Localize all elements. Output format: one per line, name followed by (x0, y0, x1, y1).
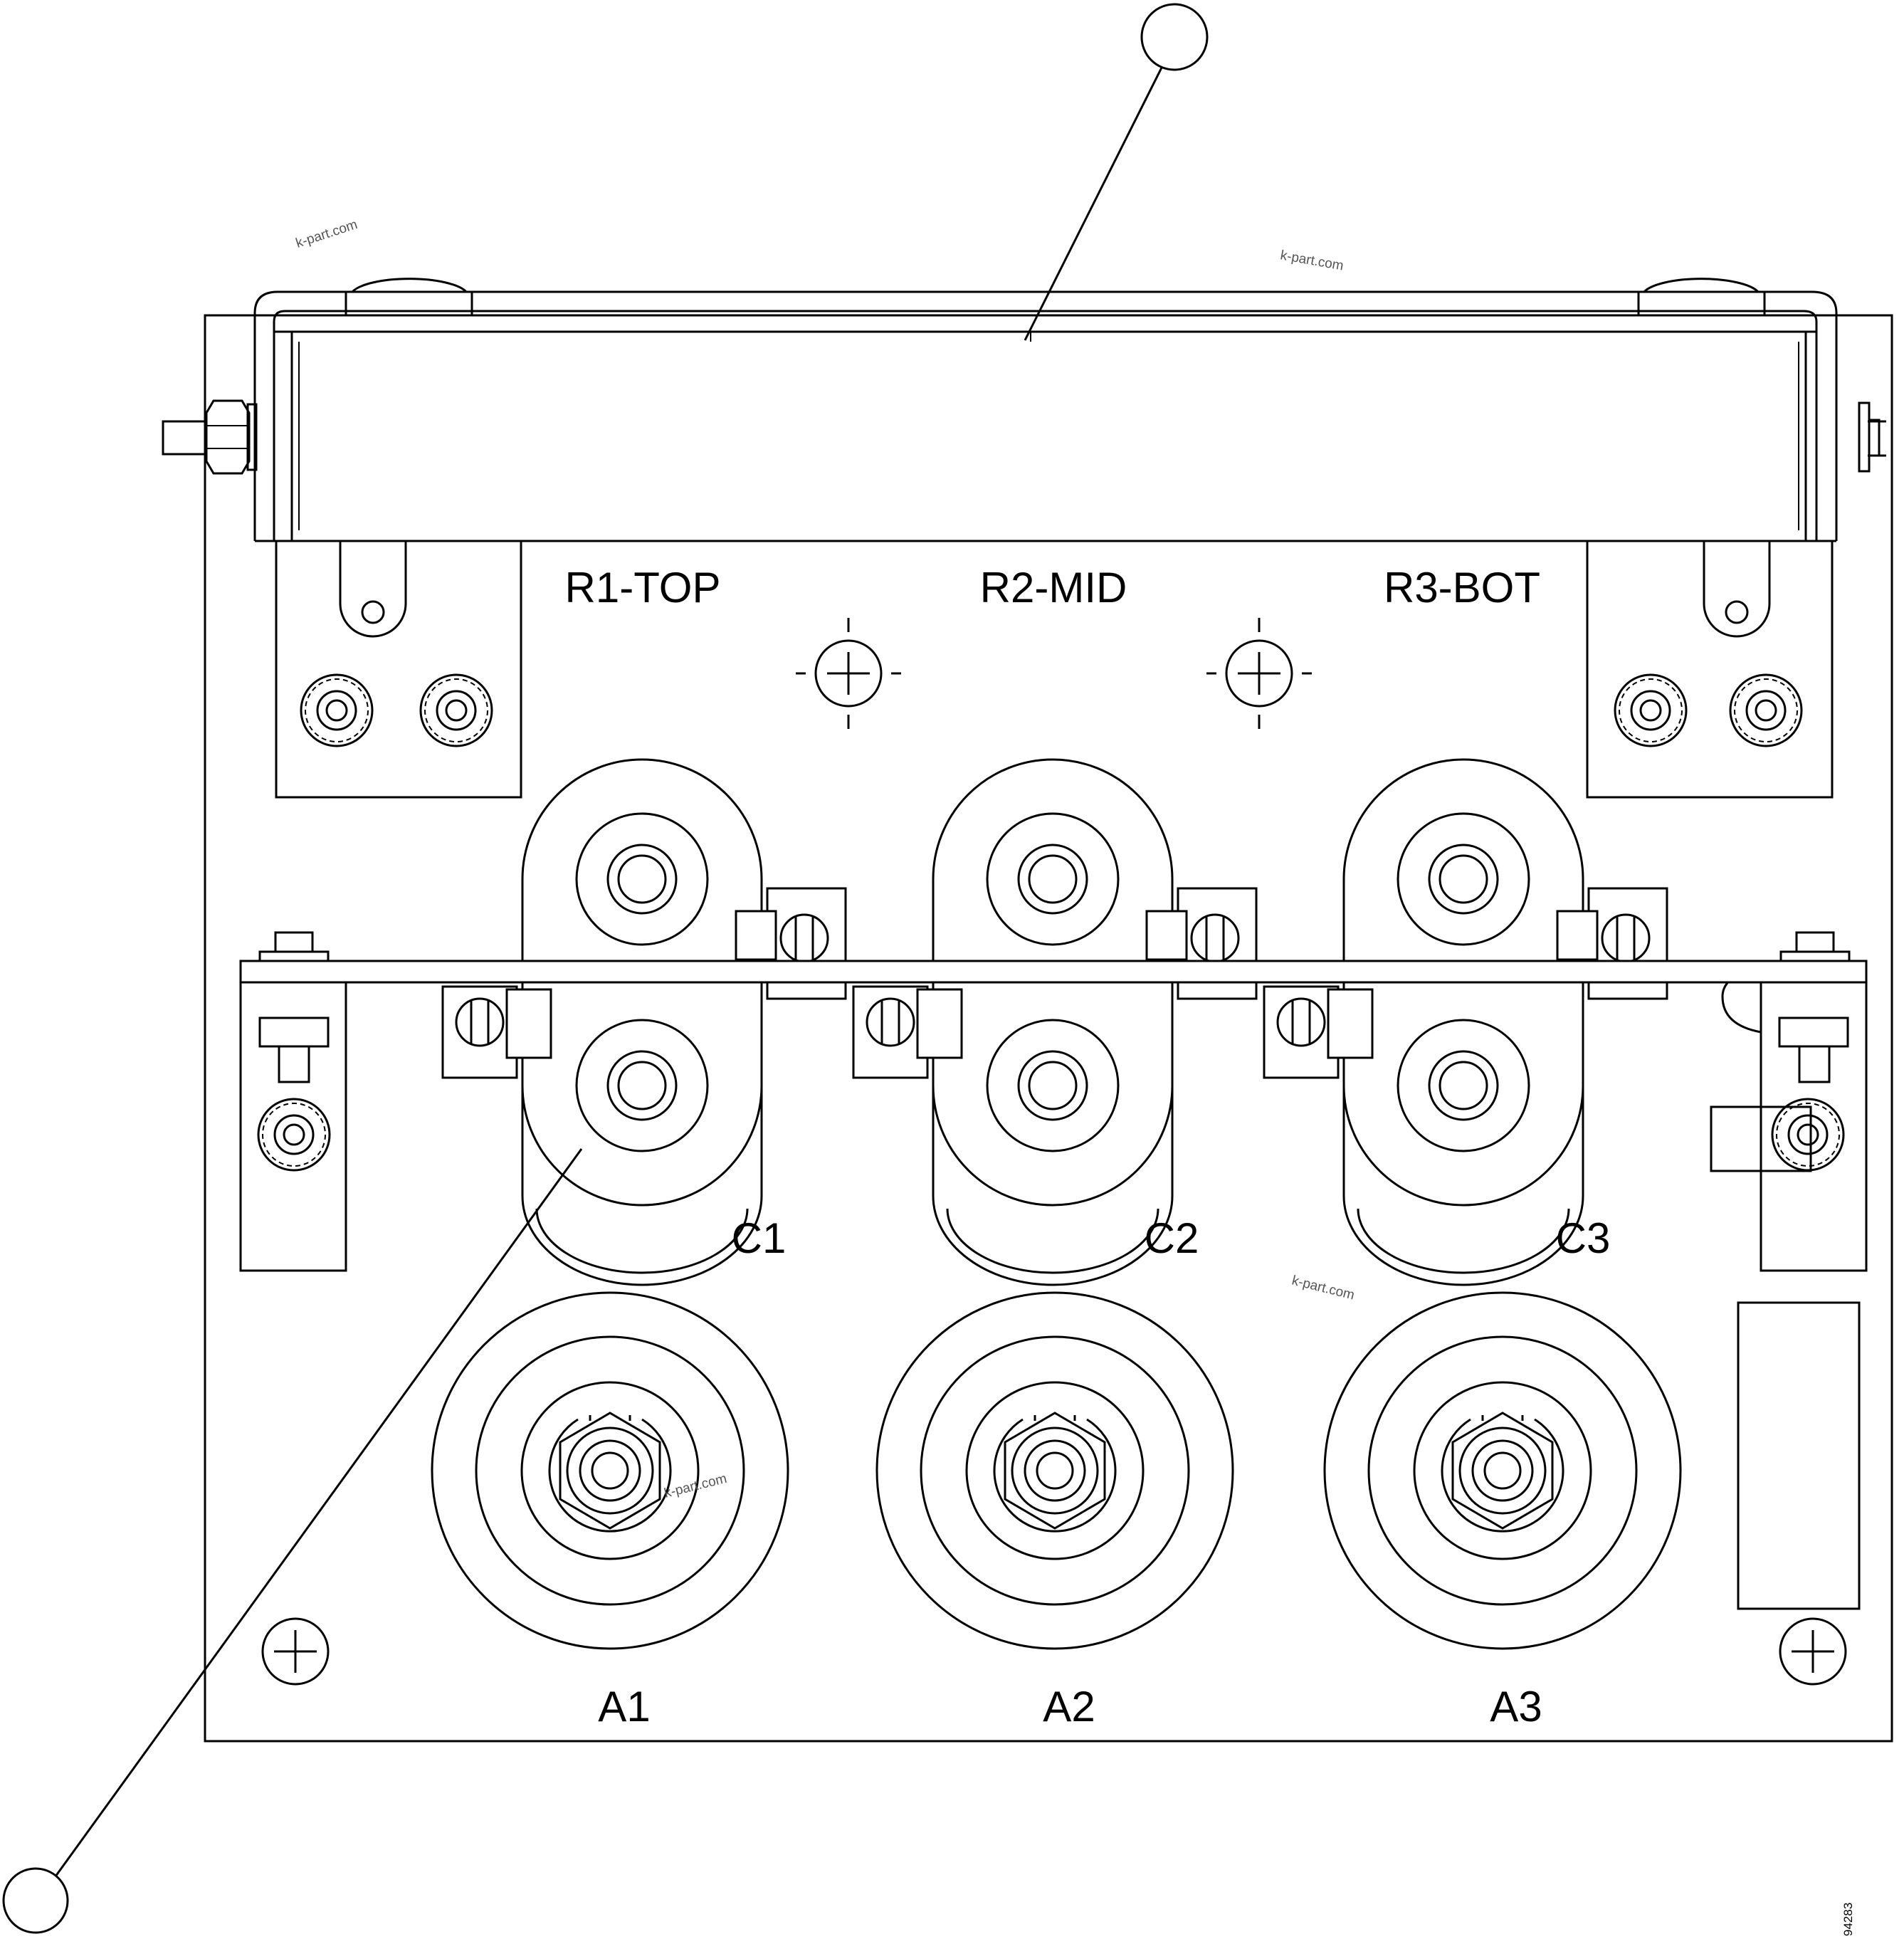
watermark: k-part.com (663, 1471, 728, 1501)
callout-bottom (2, 1148, 583, 1934)
label-r1-top: R1-TOP (565, 564, 721, 611)
label-r3-bot: R3-BOT (1384, 564, 1540, 611)
watermark: k-part.com (294, 217, 359, 251)
watermark: k-part.com (1290, 1273, 1356, 1303)
current-transformer-c1 (441, 758, 847, 1286)
terminal-a3 (1323, 1291, 1682, 1650)
callout-top (1024, 3, 1209, 341)
bottom-mount-marks (261, 1617, 1847, 1686)
label-r2-mid: R2-MID (980, 564, 1127, 611)
terminal-a2 (875, 1291, 1234, 1650)
current-transformer-c2 (852, 758, 1258, 1286)
label-c1: C1 (732, 1214, 787, 1262)
center-mount-marks (796, 618, 1312, 729)
left-bracket (275, 540, 522, 799)
label-c3: C3 (1556, 1214, 1611, 1262)
current-transformer-c3 (1263, 758, 1668, 1286)
terminal-a1 (431, 1291, 789, 1650)
figure-number: 94283 (1841, 1903, 1855, 1936)
resistor-bar (162, 278, 1886, 542)
watermark: k-part.com (1279, 248, 1345, 273)
label-a1: A1 (598, 1683, 650, 1730)
right-side-bracket (1710, 931, 1868, 1272)
bus-bar (239, 960, 1868, 984)
mounting-panel (204, 314, 1893, 1743)
terminal-block (1737, 1301, 1861, 1610)
right-bracket (1586, 540, 1834, 799)
label-a3: A3 (1490, 1683, 1542, 1730)
label-a2: A2 (1043, 1683, 1095, 1730)
label-c2: C2 (1145, 1214, 1199, 1262)
